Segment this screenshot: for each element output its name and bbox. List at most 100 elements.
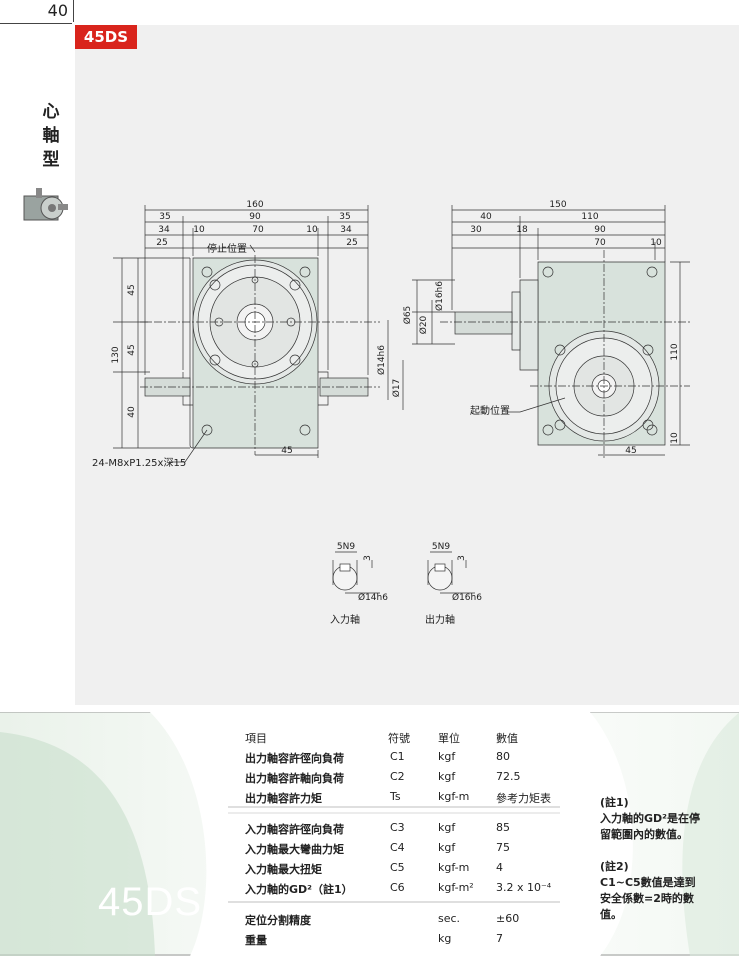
key1-width: 5N9 xyxy=(337,542,355,552)
row-ts-unit: kgf-m xyxy=(438,790,470,803)
row-c6-value: 3.2 x 10⁻⁴ xyxy=(496,881,552,894)
key2-dia: Ø16h6 xyxy=(452,592,482,603)
row-c4-symbol: C4 xyxy=(390,841,405,854)
dim-front-right-25: 25 xyxy=(346,238,357,248)
row-c1-item: 出力軸容許徑向負荷 xyxy=(245,752,344,765)
note-2-line2: 安全係數=2時的數 xyxy=(600,892,694,905)
key2-width: 5N9 xyxy=(432,542,450,552)
row-ts-value: 參考力矩表 xyxy=(496,792,551,805)
row-c4-item: 入力軸最大彎曲力矩 xyxy=(245,843,344,856)
dim-front-left-34: 34 xyxy=(158,225,170,235)
header-value: 數值 xyxy=(496,732,518,745)
dim-side-total-150: 150 xyxy=(549,200,566,210)
row-c6-item: 入力軸的GD²（註1） xyxy=(245,883,353,896)
row-c6-unit: kgf-m² xyxy=(438,881,474,894)
row-c2-item: 出力軸容許軸向負荷 xyxy=(245,772,344,785)
note-1-line1: 入力軸的GD²是在停 xyxy=(600,812,700,825)
row-c3-unit: kgf xyxy=(438,821,456,834)
row-weight-item: 重量 xyxy=(245,934,267,947)
dim-input-shoulder-dia: Ø17 xyxy=(391,379,402,398)
dim-side-18: 18 xyxy=(516,225,528,235)
dim-front-right-10: 10 xyxy=(306,225,318,235)
key1-dia: Ø14h6 xyxy=(358,592,388,603)
key2-caption: 出力軸 xyxy=(425,613,455,626)
row-c6-symbol: C6 xyxy=(390,881,405,894)
page-number: 40 xyxy=(47,1,68,20)
dim-front-right-34: 34 xyxy=(340,225,352,235)
dim-side-40: 40 xyxy=(480,212,492,222)
row-c3-item: 入力軸容許徑向負荷 xyxy=(245,823,344,836)
dim-side-30: 30 xyxy=(470,225,482,235)
dim-side-height-10: 10 xyxy=(670,432,680,444)
side-title-char: 心 xyxy=(42,102,60,122)
dim-side-height-110: 110 xyxy=(670,343,680,360)
dim-front-90: 90 xyxy=(249,212,261,222)
mounting-hole-callout: 24-M8xP1.25x深15 xyxy=(92,457,186,469)
note-2-title: (註2) xyxy=(600,860,629,873)
row-c1-symbol: C1 xyxy=(390,750,405,763)
dimension-drawing: 160 35 90 35 34 10 70 10 34 25 25 停止位置 1… xyxy=(92,200,690,626)
spec-table-zone: 45DS 項目 符號 單位 數值 出力軸容許徑向負荷 C1 kgf 80 出力軸… xyxy=(0,712,739,956)
side-title: 心 軸 型 xyxy=(40,100,62,172)
start-position-label: 起動位置 xyxy=(470,404,510,417)
row-accuracy-item: 定位分割精度 xyxy=(245,914,311,927)
row-c5-value: 4 xyxy=(496,861,503,874)
side-title-char: 軸 xyxy=(42,126,60,146)
row-c5-unit: kgf-m xyxy=(438,861,470,874)
row-c5-item: 入力軸最大扭矩 xyxy=(245,863,322,876)
side-title-char: 型 xyxy=(42,150,60,170)
dim-front-bottom-45: 45 xyxy=(281,446,292,456)
note-1-title: (註1) xyxy=(600,796,629,809)
spec-decoration xyxy=(0,712,739,956)
row-weight-value: 7 xyxy=(496,932,503,945)
header-rule xyxy=(0,23,72,24)
row-ts-symbol: Ts xyxy=(390,790,401,803)
key1-depth: 3 xyxy=(363,555,373,561)
row-c3-symbol: C3 xyxy=(390,821,405,834)
dim-side-dia-65: Ø65 xyxy=(402,306,413,325)
note-2-line3: 值。 xyxy=(600,908,622,921)
dim-front-40: 40 xyxy=(127,406,137,418)
row-accuracy-value: ±60 xyxy=(496,912,520,925)
product-thumbnail-icon xyxy=(23,188,68,221)
row-ts-item: 出力軸容許力矩 xyxy=(245,792,322,805)
dim-side-90: 90 xyxy=(594,225,606,235)
stop-position-label: 停止位置 xyxy=(207,242,247,255)
dim-input-shaft-dia: Ø14h6 xyxy=(376,345,387,375)
dim-side-10: 10 xyxy=(650,238,662,248)
dim-front-total-width: 160 xyxy=(246,200,263,210)
note-2-line1: C1~C5數值是達到 xyxy=(600,876,696,889)
dim-side-dia-20: Ø20 xyxy=(418,315,429,334)
key2-depth: 3 xyxy=(457,555,467,561)
row-c3-value: 85 xyxy=(496,821,510,834)
dim-front-70: 70 xyxy=(252,225,264,235)
model-badge: 45DS xyxy=(75,25,137,49)
row-c2-symbol: C2 xyxy=(390,770,405,783)
row-c1-value: 80 xyxy=(496,750,510,763)
row-c5-symbol: C5 xyxy=(390,861,405,874)
big-model-label: 45DS xyxy=(98,880,203,924)
header-symbol: 符號 xyxy=(388,732,410,745)
dim-front-height-130: 130 xyxy=(111,346,121,363)
row-c2-unit: kgf xyxy=(438,770,456,783)
header-unit: 單位 xyxy=(438,732,460,745)
dim-front-left-25: 25 xyxy=(156,238,167,248)
dim-front-45-upper: 45 xyxy=(127,284,137,295)
row-c4-unit: kgf xyxy=(438,841,456,854)
dim-front-left-10: 10 xyxy=(193,225,205,235)
dim-side-70: 70 xyxy=(594,238,606,248)
key1-caption: 入力軸 xyxy=(330,613,360,626)
row-c1-unit: kgf xyxy=(438,750,456,763)
dim-front-left-35: 35 xyxy=(159,212,170,222)
dim-side-bottom-45: 45 xyxy=(625,446,636,456)
dim-output-shaft-dia: Ø16h6 xyxy=(434,281,445,311)
row-weight-unit: kg xyxy=(438,932,452,945)
header-divider xyxy=(73,0,74,22)
note-1-line2: 留範圍內的數值。 xyxy=(600,828,688,841)
dim-side-110: 110 xyxy=(581,212,598,222)
dim-front-right-35: 35 xyxy=(339,212,350,222)
row-c2-value: 72.5 xyxy=(496,770,521,783)
dim-front-45-lower: 45 xyxy=(127,344,137,355)
header-item: 項目 xyxy=(245,732,267,745)
row-c4-value: 75 xyxy=(496,841,510,854)
